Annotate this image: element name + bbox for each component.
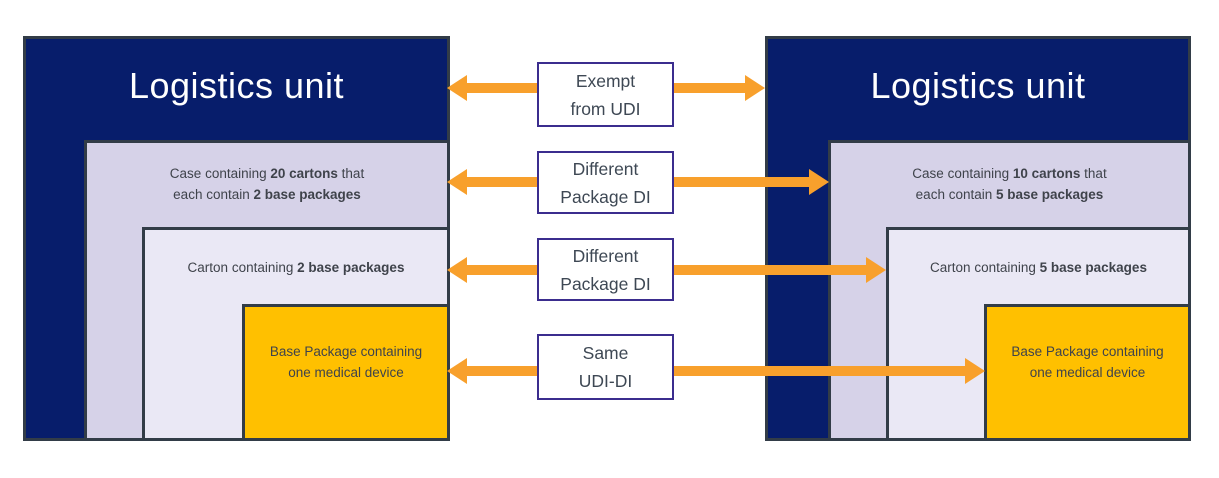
- arrow-shaft: [673, 83, 745, 93]
- arrow-shaft: [673, 265, 866, 275]
- right-base-package-label: Base Package containing one medical devi…: [1011, 344, 1164, 380]
- right-carton-box: Carton containing 5 base packages Base P…: [886, 227, 1191, 441]
- arrow-left-case: [447, 169, 537, 195]
- left-base-package-box: Base Package containing one medical devi…: [242, 304, 450, 441]
- connector-label-exempt-from-udi: Exempt from UDI: [537, 62, 674, 127]
- arrow-right-case: [673, 169, 829, 195]
- arrow-shaft: [467, 366, 537, 376]
- arrow-right-base-package: [673, 358, 985, 384]
- arrowhead-left-icon: [447, 358, 467, 384]
- connector-label-different-package-di-carton: Different Package DI: [537, 238, 674, 301]
- arrowhead-left-icon: [447, 257, 467, 283]
- right-logistics-unit-title: Logistics unit: [870, 65, 1086, 106]
- left-carton-box: Carton containing 2 base packages Base P…: [142, 227, 450, 441]
- arrow-shaft: [467, 83, 537, 93]
- connector-label-same-udi-di: Same UDI-DI: [537, 334, 674, 400]
- left-base-package-label: Base Package containing one medical devi…: [269, 344, 423, 380]
- right-case-label: Case containing 10 cartons that each con…: [912, 166, 1107, 202]
- right-case-box: Case containing 10 cartons that each con…: [828, 140, 1191, 441]
- left-case-box: Case containing 20 cartons that each con…: [84, 140, 450, 441]
- arrow-shaft: [673, 177, 809, 187]
- left-logistics-unit-title: Logistics unit: [128, 65, 345, 106]
- arrowhead-left-icon: [447, 75, 467, 101]
- left-carton-label: Carton containing 2 base packages: [187, 260, 405, 275]
- left-case-label: Case containing 20 cartons that each con…: [169, 166, 365, 202]
- arrowhead-right-icon: [965, 358, 985, 384]
- arrow-left-carton: [447, 257, 537, 283]
- arrow-left-base-package: [447, 358, 537, 384]
- arrow-right-carton: [673, 257, 886, 283]
- arrowhead-right-icon: [745, 75, 765, 101]
- left-logistics-unit-box: Logistics unit Case containing 20 carton…: [23, 36, 450, 441]
- arrowhead-right-icon: [866, 257, 886, 283]
- right-base-package-box: Base Package containing one medical devi…: [984, 304, 1191, 441]
- right-carton-label: Carton containing 5 base packages: [930, 260, 1147, 275]
- arrow-shaft: [467, 265, 537, 275]
- arrow-right-logistics: [673, 75, 765, 101]
- connector-label-different-package-di-case: Different Package DI: [537, 151, 674, 214]
- arrow-left-logistics: [447, 75, 537, 101]
- arrowhead-right-icon: [809, 169, 829, 195]
- arrow-shaft: [673, 366, 965, 376]
- right-logistics-unit-box: Logistics unit Case containing 10 carton…: [765, 36, 1191, 441]
- arrow-shaft: [467, 177, 537, 187]
- arrowhead-left-icon: [447, 169, 467, 195]
